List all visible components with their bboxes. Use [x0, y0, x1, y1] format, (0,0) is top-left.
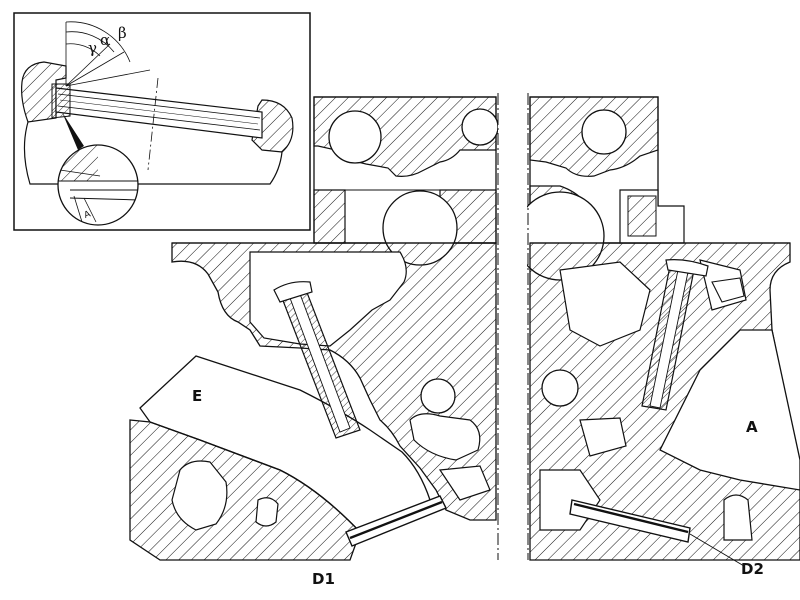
inset-center-line — [147, 77, 159, 171]
dimension-d2-label: D2 — [741, 560, 764, 578]
dimension-d1-label: D1 — [312, 570, 335, 588]
left-valve-seat — [345, 495, 447, 547]
left-valve-guide — [273, 281, 361, 439]
right-valve-seat — [569, 499, 691, 543]
left-cam-housing — [313, 96, 498, 266]
left-section — [129, 96, 498, 561]
angle-beta-label: β — [118, 24, 127, 42]
angle-gamma-label: γ — [88, 39, 97, 57]
inset-seat-ring — [51, 83, 71, 119]
inset-valve-seat-detail: γ α β A — [13, 12, 311, 231]
right-valve-guide — [641, 259, 745, 411]
right-section — [527, 96, 800, 561]
exhaust-label: E — [192, 387, 202, 405]
d2-leader-line — [689, 533, 745, 567]
inset-detail-mark: A — [83, 209, 93, 221]
intake-label: A — [746, 418, 758, 436]
inset-body-outline — [23, 121, 283, 185]
inset-leader-arrow — [62, 112, 84, 150]
inset-zoom-circle: A — [57, 144, 139, 226]
intake-port — [659, 329, 800, 491]
angle-alpha-label: α — [100, 31, 110, 49]
